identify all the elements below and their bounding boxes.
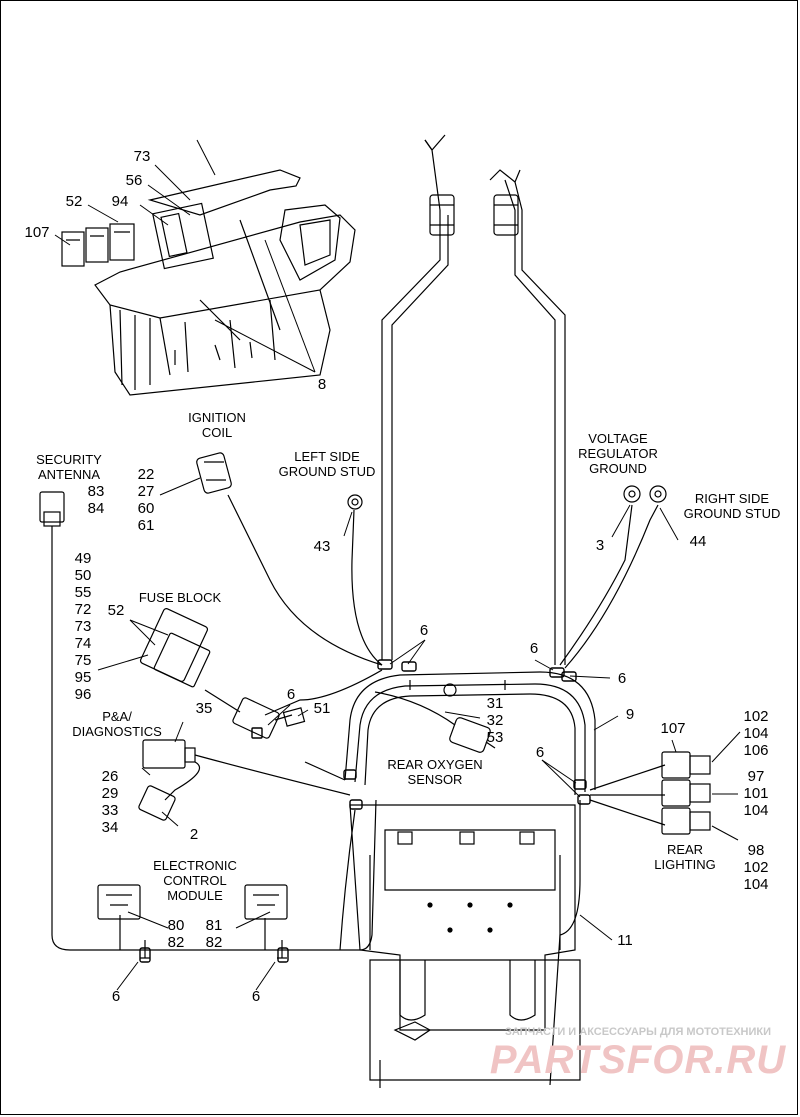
rear-lighting-label: REAR LIGHTING — [654, 842, 716, 872]
callout-51: 51 — [313, 700, 331, 717]
harness-loop — [344, 671, 596, 795]
security-antenna-label: SECURITY ANTENNA — [36, 452, 102, 482]
callout-leaders — [97, 139, 741, 991]
callout-ecm-left: 80 82 — [167, 917, 185, 951]
callout-rear-lighting-c: 98 102 104 — [743, 842, 769, 893]
callout-73: 73 — [133, 148, 151, 165]
callout-antenna-parts: 83 84 — [87, 483, 105, 517]
callout-rear-lighting-a: 102 104 106 — [743, 708, 769, 759]
callout-diagnostics-parts: 26 29 33 34 — [101, 768, 119, 836]
callout-43: 43 — [313, 538, 331, 555]
main-trunk — [381, 134, 566, 665]
callout-107-caddy: 107 — [24, 224, 50, 241]
callout-3: 3 — [595, 537, 605, 554]
left-branches — [39, 452, 383, 1088]
cable-straps — [139, 659, 591, 963]
right-branches — [374, 485, 711, 1086]
callout-6-trunk-right: 6 — [529, 640, 539, 657]
caddy-leaders — [54, 164, 316, 373]
callout-8: 8 — [317, 376, 327, 393]
callout-107-lighting: 107 — [660, 720, 686, 737]
ignition-coil-label: IGNITION COIL — [188, 410, 246, 440]
voltage-regulator-ground-label: VOLTAGE REGULATOR GROUND — [578, 431, 658, 476]
callout-rear-lighting-b: 97 101 104 — [743, 768, 769, 819]
callout-6-right-strap: 6 — [617, 670, 627, 687]
callout-6-loop: 6 — [535, 744, 545, 761]
callout-ignition-coil-parts: 22 27 60 61 — [137, 466, 155, 534]
ecm-label: ELECTRONIC CONTROL MODULE — [153, 858, 237, 903]
callout-52-fuse: 52 — [107, 602, 125, 619]
callout-6-trunk-left: 6 — [419, 622, 429, 639]
callout-9: 9 — [625, 706, 635, 723]
callout-6-fuse-strap: 6 — [286, 686, 296, 703]
watermark-caption: ЗАПЧАСТИ И АКСЕССУАРЫ ДЛЯ МОТОТЕХНИКИ — [504, 1026, 772, 1038]
callout-2: 2 — [189, 826, 199, 843]
callout-6-bottom-left: 6 — [111, 988, 121, 1005]
callout-94: 94 — [111, 193, 129, 210]
frame-structure — [349, 804, 581, 1081]
right-ground-stud-label: RIGHT SIDE GROUND STUD — [683, 491, 781, 521]
callout-35: 35 — [195, 700, 213, 717]
rear-oxygen-sensor-label: REAR OXYGEN SENSOR — [387, 757, 483, 787]
callout-11: 11 — [617, 932, 633, 949]
pa-diagnostics-label: P&A/ DIAGNOSTICS — [72, 709, 162, 739]
callout-52-caddy: 52 — [65, 193, 83, 210]
callout-ecm-right: 81 82 — [205, 917, 223, 951]
callout-oxygen-sensor-parts: 31 32 53 — [486, 695, 504, 746]
callout-56: 56 — [125, 172, 143, 189]
left-ground-stud-label: LEFT SIDE GROUND STUD — [278, 449, 376, 479]
callout-44: 44 — [689, 533, 707, 550]
fuse-block-label: FUSE BLOCK — [138, 590, 222, 605]
callout-fuse-block-parts: 49 50 55 72 73 74 75 95 96 — [74, 550, 92, 703]
callout-6-bottom-right: 6 — [251, 988, 261, 1005]
watermark-brand: PARTSFOR.RU — [489, 1038, 787, 1082]
electrical-caddy — [61, 169, 356, 396]
